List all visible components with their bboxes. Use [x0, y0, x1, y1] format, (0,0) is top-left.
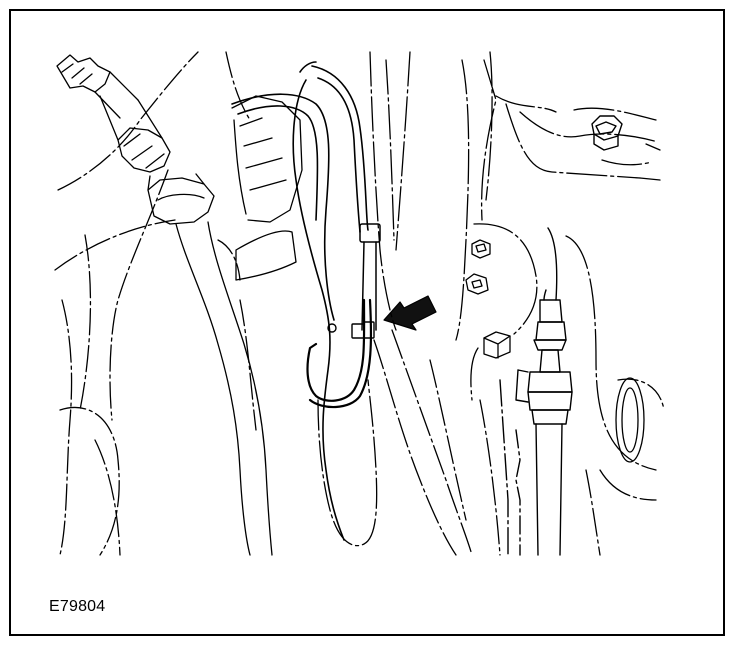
bracket-block [483, 331, 511, 359]
left-connector-assembly [56, 54, 273, 556]
background-contours-right [429, 359, 601, 556]
bolt-pair-middle [465, 239, 491, 295]
housing-right [470, 59, 661, 501]
cable-fitting-right [499, 227, 573, 556]
callout-arrow [383, 295, 437, 331]
bolt-top-right [591, 115, 623, 151]
harness-clip-upper [359, 223, 381, 331]
wire-hook [306, 298, 373, 409]
mount-bracket [217, 95, 303, 281]
figure-id-label: E79804 [49, 598, 106, 615]
background-contours-left [54, 51, 257, 556]
center-panel-lines [369, 51, 493, 341]
round-boss [615, 377, 665, 463]
cable-lower-loop [317, 329, 473, 556]
sensor-wire-loop [231, 61, 369, 541]
harness-clips-lower [327, 321, 375, 339]
